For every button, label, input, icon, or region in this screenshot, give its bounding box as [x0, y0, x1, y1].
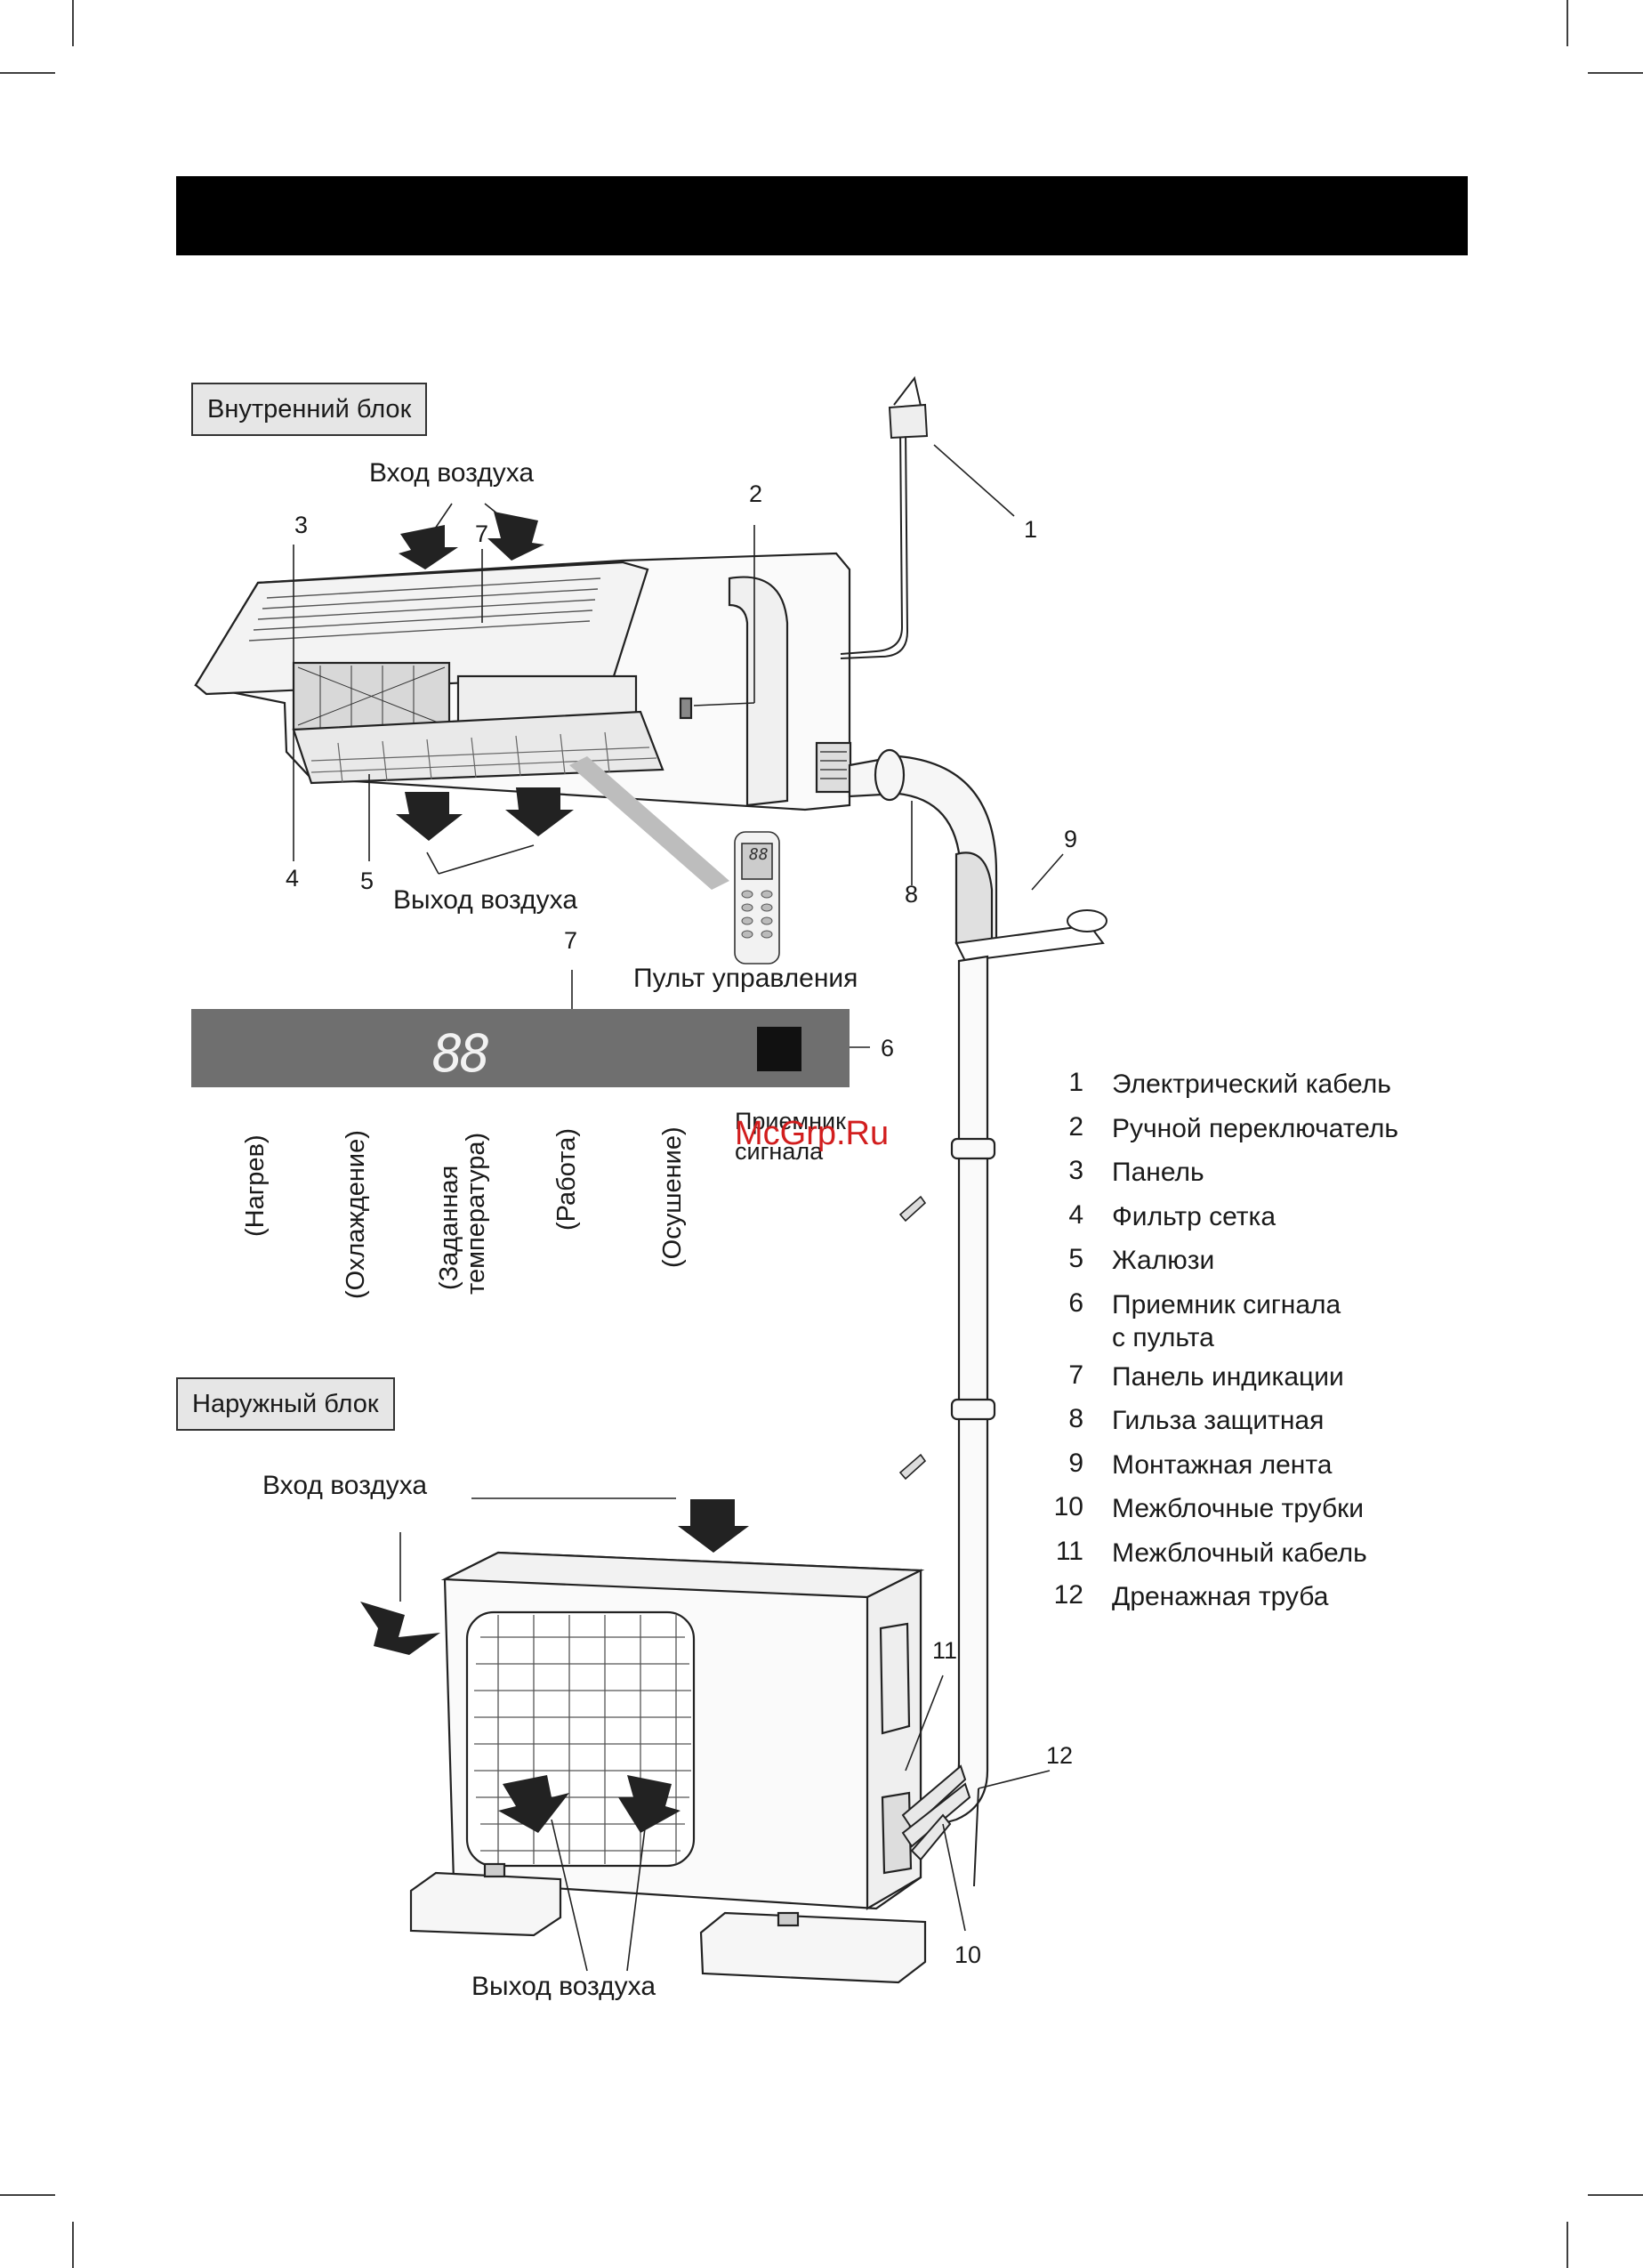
temperature-segment-display: 88	[432, 1023, 491, 1084]
leader-lines-indoor	[293, 444, 1064, 1048]
outdoor-unit-title: Наружный блок	[176, 1377, 395, 1431]
callout-12: 12	[1046, 1742, 1074, 1769]
power-cable	[840, 375, 929, 659]
receiver-label-line1: Приемник	[735, 1108, 846, 1134]
leader-lines-outdoor	[399, 1497, 1051, 1972]
outdoor-air-in-label: Вход воздуха	[262, 1471, 428, 1500]
outdoor-tubes	[901, 1764, 979, 1887]
conduit-vertical	[923, 955, 996, 1830]
dry-label: (Осушение)	[658, 1126, 687, 1268]
indoor-air-in-arrows	[399, 512, 544, 569]
callout-4: 4	[286, 865, 300, 892]
heat-label: (Нагрев)	[241, 1134, 270, 1237]
indicator-panel	[191, 1009, 850, 1087]
cool-label: (Охлаждение)	[342, 1130, 370, 1299]
run-label: (Работа)	[552, 1127, 581, 1231]
indoor-air-in-label: Вход воздуха	[369, 458, 535, 488]
callout-9: 9	[1064, 826, 1078, 852]
remote-control-label: Пульт управления	[633, 964, 858, 993]
callout-8: 8	[905, 881, 919, 908]
pipe-sleeve	[848, 748, 998, 945]
outdoor-air-in-arrows	[360, 1499, 749, 1655]
outdoor-air-out-arrows	[498, 1775, 681, 1833]
indoor-air-out-label: Выход воздуха	[393, 885, 577, 915]
watermark: McGrp.Ru	[735, 1115, 890, 1152]
outdoor-unit-illustration	[409, 1551, 927, 1984]
outdoor-air-out-label: Выход воздуха	[471, 1972, 656, 2001]
callout-1: 1	[1024, 516, 1038, 543]
callout-11: 11	[932, 1637, 958, 1664]
wall-screws	[898, 1195, 927, 1481]
receiver-square-icon	[757, 1027, 801, 1071]
callout-7-panel: 7	[564, 927, 578, 954]
remote-display: 88	[749, 845, 769, 864]
remote-control-illustration	[734, 831, 780, 965]
callout-5: 5	[360, 868, 375, 894]
receiver-label-line2: сигнала	[735, 1138, 824, 1165]
mounting-tape	[954, 909, 1107, 963]
indoor-air-out-arrows	[396, 787, 574, 841]
set-temp-label-line2: температура)	[462, 1132, 490, 1295]
indoor-unit-title: Внутренний блок	[191, 383, 428, 436]
ir-beam	[569, 756, 729, 890]
header-bar	[176, 176, 1468, 255]
callout-3: 3	[294, 512, 309, 538]
callout-7-top: 7	[475, 521, 489, 547]
callout-10: 10	[954, 1941, 982, 1968]
set-temp-label-line1: (Заданная	[435, 1165, 463, 1290]
callout-2: 2	[749, 480, 763, 507]
callout-6: 6	[881, 1035, 895, 1061]
